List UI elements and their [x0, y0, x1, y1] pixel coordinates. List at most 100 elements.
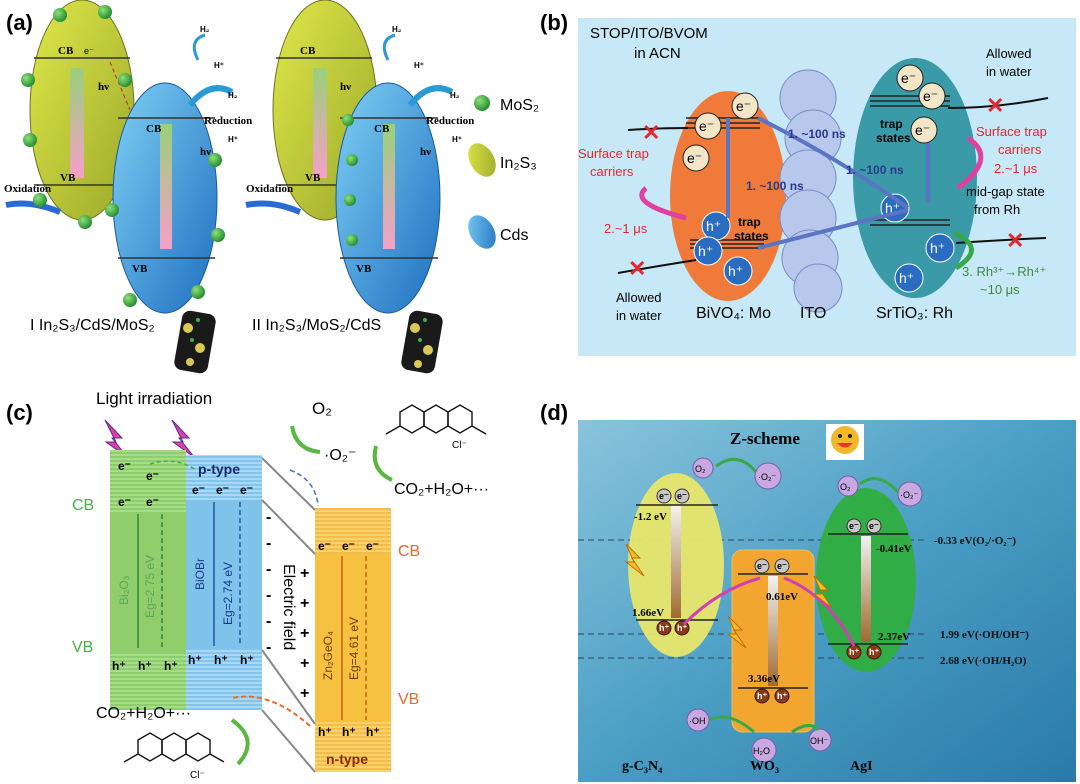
- biobr-cb-band: [186, 455, 262, 500]
- methylene-blue-bot: [123, 732, 225, 763]
- electric-field-label: Electric field: [280, 564, 297, 650]
- reaction-arrow: [290, 425, 321, 454]
- zngeo4-name: Zn₂GeO₄: [321, 631, 335, 680]
- gcn-cb: -1.2 eV: [634, 511, 667, 523]
- time-1us-left: 2.~1 μs: [604, 221, 648, 236]
- mos2-ball: [53, 8, 67, 22]
- ntype-label: n-type: [326, 751, 368, 767]
- excitation-arrow-cds: [160, 124, 172, 249]
- electron-label: e⁻: [915, 122, 930, 138]
- zngeo4-vb-band: [315, 722, 391, 772]
- name-gcn: g-C₃N₄: [622, 759, 663, 774]
- oxidation-label: Oxidation: [4, 183, 51, 195]
- hole-label: h⁺: [698, 243, 713, 259]
- o2rad-bubble: ·O₂⁻: [758, 472, 776, 482]
- cl-bot: Cl⁻: [190, 770, 205, 781]
- svg-text:e⁻: e⁻: [849, 521, 859, 531]
- excitation-arrow: [313, 68, 327, 178]
- svg-text:h⁺: h⁺: [318, 725, 332, 739]
- holes: h⁺h⁺h⁺ h⁺h⁺h⁺ h⁺h⁺h⁺: [112, 653, 380, 739]
- svg-text:e⁻: e⁻: [677, 491, 687, 501]
- ohm-bubble: OH⁻: [810, 736, 829, 746]
- svg-text:-: -: [266, 587, 271, 604]
- transfer-arrow-bot: [231, 695, 311, 727]
- bandgap-arrows: [137, 502, 367, 720]
- electron-label: e⁻: [699, 118, 714, 134]
- blocked-x: ✕: [642, 120, 660, 145]
- svg-text:h⁺: h⁺: [112, 659, 126, 673]
- escape-arrow-left-top: [627, 127, 689, 131]
- legend-mos2: MoS₂: [500, 97, 539, 114]
- mos2-ball: [78, 215, 92, 229]
- escape-arrow-left-bot: [617, 259, 697, 274]
- hole-label: h⁺: [728, 263, 743, 279]
- biobr-name: BiOBr: [193, 558, 207, 590]
- time-100ns-a: 1. ~100 ns: [788, 127, 846, 141]
- hplus-label: H⁺: [228, 135, 238, 144]
- rh-arrow: [952, 230, 974, 271]
- wo3-vb: 3.36eV: [748, 673, 780, 685]
- svg-text:+: +: [300, 565, 309, 582]
- electrons-d: [656, 488, 882, 574]
- vb-label: VB: [356, 263, 372, 275]
- svg-text:h⁺: h⁺: [366, 725, 380, 739]
- cb-label: CB: [374, 123, 390, 135]
- ref-oh: 1.99 eV(·OH/OH⁻): [940, 629, 1029, 641]
- hv-label: hν: [420, 146, 431, 158]
- svg-text:-: -: [266, 613, 271, 630]
- excitation-arrow-cds: [383, 124, 395, 249]
- svg-text:e⁻: e⁻: [146, 469, 159, 483]
- svg-text:h⁺: h⁺: [659, 623, 669, 633]
- e-label: e⁻: [84, 46, 94, 56]
- cl-top: Cl⁻: [452, 440, 467, 451]
- time-100ns-c: 1. ~100 ns: [846, 163, 904, 177]
- h2-label: H₂: [228, 91, 238, 100]
- svg-text:e⁻: e⁻: [118, 495, 131, 509]
- transfer-arrow-green: [149, 460, 197, 471]
- bi2o3-vb-band: [110, 652, 186, 710]
- biobr-vb-band: [186, 648, 262, 710]
- reaction-arrow: [372, 445, 393, 482]
- light-irradiation: Light irradiation: [96, 389, 212, 408]
- biobr-eg: Eg=2.74 eV: [221, 562, 235, 625]
- svg-text:h⁺: h⁺: [164, 659, 178, 673]
- z-scheme-title: Z-scheme: [730, 429, 800, 448]
- reaction-arrow-d: [859, 477, 900, 494]
- panel-label-b: (b): [540, 10, 569, 35]
- oh-bubble: ·OH: [689, 716, 706, 726]
- h2-arrow: [192, 33, 206, 61]
- name-wo3: WO₃: [750, 759, 779, 774]
- zngeo4-gap: [315, 554, 391, 722]
- oxidation-label: Oxidation: [246, 183, 293, 195]
- agi-cb: -0.41eV: [876, 543, 912, 555]
- svg-text:e⁻: e⁻: [192, 483, 205, 497]
- srtio3-label: SrTiO₃: Rh: [876, 305, 953, 322]
- electron-label: e⁻: [687, 150, 702, 166]
- excitation-arrow: [70, 68, 84, 178]
- panel-a-diagram: CB e⁻ VB CB VB hν hν Reduction Oxidation…: [4, 0, 539, 374]
- svg-text:h⁺: h⁺: [138, 659, 152, 673]
- zngeo4-cb-band: [315, 508, 391, 554]
- reduction-label: Reduction: [204, 115, 252, 127]
- svg-text:+: +: [300, 595, 309, 612]
- co2-bot: CO₂+H₂O+···: [96, 705, 191, 722]
- svg-text:e⁻: e⁻: [318, 539, 331, 553]
- electrons-bivo4: [682, 92, 759, 172]
- mos2-ball: [211, 228, 225, 242]
- reaction-arrow-d: [791, 724, 820, 734]
- h2-arrow: [382, 33, 396, 61]
- panel-label-c: (c): [6, 400, 33, 425]
- lightning-d: [624, 543, 833, 649]
- svg-text:e⁻: e⁻: [342, 539, 355, 553]
- escape-arrow-right-bot: [955, 237, 1047, 244]
- svg-text:e⁻: e⁻: [240, 483, 253, 497]
- holes-bivo4: [693, 211, 753, 286]
- time-1us-right: 2.~1 μs: [994, 161, 1038, 176]
- transfer-arrows: [726, 116, 930, 250]
- cb-label: CB: [58, 45, 74, 57]
- ref-h2o: 2.68 eV(·OH/H₂O): [940, 655, 1027, 667]
- caption-structure-II: II In₂S₃/MoS₂/CdS: [252, 317, 381, 334]
- mos2-ball: [21, 73, 35, 87]
